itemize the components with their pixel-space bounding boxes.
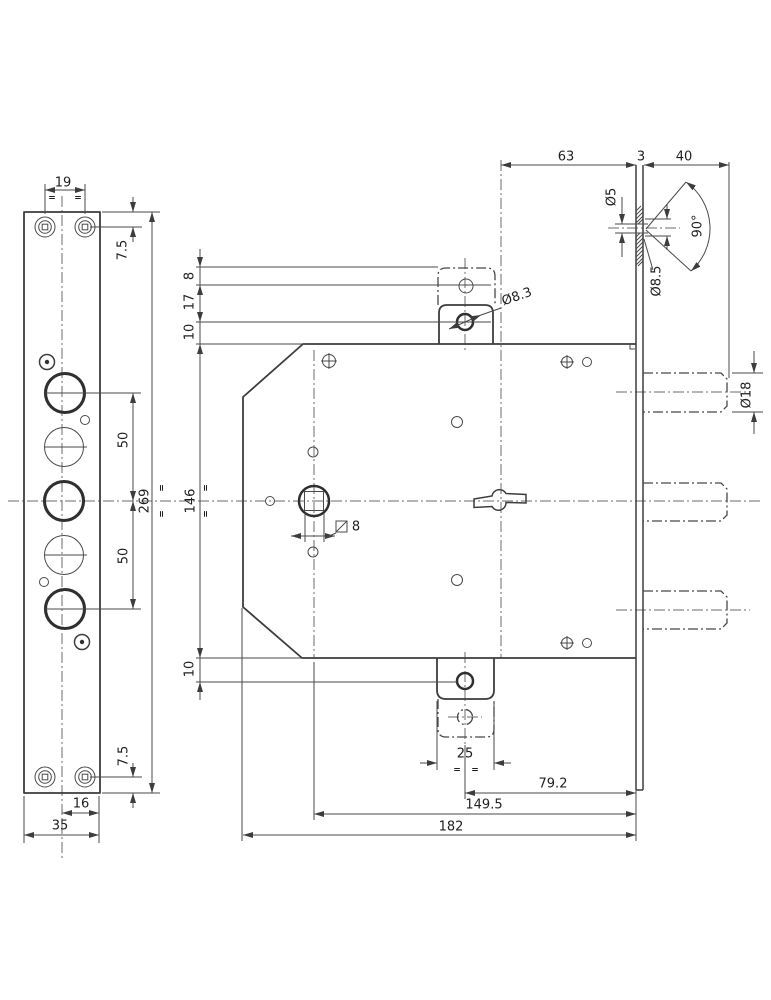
dim-bolt-spacing-lower: 50 bbox=[117, 548, 132, 565]
bottom-tab bbox=[436, 658, 495, 700]
small-hole-lower bbox=[39, 577, 49, 587]
section-hatch bbox=[635, 205, 644, 267]
extension-lines bbox=[23, 162, 763, 843]
dim-bolt-dia: Ø18 bbox=[740, 382, 755, 409]
dim-screw-pitch-top: 19 bbox=[55, 176, 72, 191]
dim-tab-offset-d: 10 bbox=[183, 661, 198, 678]
body-hole-above-spindle bbox=[307, 446, 319, 458]
rivet-top-left bbox=[321, 353, 337, 369]
dim-body-depth: 182 bbox=[439, 820, 464, 835]
dim-bolt-throw: 40 bbox=[676, 150, 693, 165]
dim-countersink-angle: 90° bbox=[691, 214, 706, 237]
body-screw-pair-top bbox=[560, 355, 592, 369]
side-view-body bbox=[242, 267, 636, 738]
plate-outline bbox=[23, 211, 101, 794]
key-slot bbox=[473, 488, 527, 511]
equals-mark-25-left: = bbox=[453, 766, 461, 776]
equals-mark-146-bottom: = bbox=[202, 510, 212, 518]
dim-tab-offset-b: 17 bbox=[183, 294, 198, 311]
spindle-hub bbox=[297, 484, 331, 518]
bolt-bottom bbox=[643, 590, 728, 630]
spindle-square-hole bbox=[304, 491, 324, 511]
dim-plate-width: 35 bbox=[52, 819, 69, 834]
faceplate-section bbox=[635, 165, 644, 791]
deviator-bolts bbox=[643, 372, 728, 630]
small-hole-upper bbox=[80, 415, 90, 425]
dim-tab-width: 25 bbox=[457, 747, 474, 762]
top-tab-hole-phantom bbox=[458, 278, 474, 294]
bolt-hole-2 bbox=[42, 479, 86, 523]
plate-pin-hole-lower bbox=[73, 633, 91, 651]
body-screw-pair-bottom bbox=[560, 636, 592, 650]
dim-plate-height: 269 bbox=[138, 489, 153, 514]
dimension-labels: 19 7.5 50 50 269 146 8 17 10 10 7.5 16 3… bbox=[48, 150, 754, 835]
dim-axis-to-plate: 63 bbox=[558, 150, 575, 165]
top-tab-phantom bbox=[437, 267, 496, 305]
dim-tab-hole-dia: Ø8.3 bbox=[500, 285, 534, 309]
bolt-middle bbox=[643, 482, 728, 522]
dim-body-height: 146 bbox=[184, 489, 199, 514]
plate-pin-hole-upper bbox=[38, 353, 56, 371]
dim-spindle-to-plate: 149.5 bbox=[465, 798, 502, 813]
dim-plate-thickness: 3 bbox=[637, 150, 645, 165]
body-hole-upper-right bbox=[451, 416, 463, 428]
dim-tab-offset-a: 8 bbox=[183, 272, 198, 280]
dim-front-hole-dia: Ø5 bbox=[605, 188, 620, 207]
dim-center-to-edge: 16 bbox=[73, 797, 90, 812]
body-corner-notch bbox=[629, 344, 635, 350]
dim-back-hole-dia: Ø8.5 bbox=[650, 266, 665, 297]
dim-tab-offset-c: 10 bbox=[183, 324, 198, 341]
dim-bolt-spacing-upper: 50 bbox=[117, 432, 132, 449]
centerlines bbox=[8, 160, 760, 858]
top-tab bbox=[438, 304, 494, 344]
bottom-tab-hole bbox=[455, 671, 475, 691]
equals-mark-269-top: = bbox=[158, 484, 168, 492]
body-hole-below-spindle bbox=[307, 546, 319, 558]
bottom-tab-hole-phantom bbox=[456, 708, 474, 726]
equals-mark-269-bottom: = bbox=[158, 510, 168, 518]
body-outline bbox=[242, 343, 636, 659]
dimension-lines bbox=[24, 162, 757, 838]
dim-screw-offset-top: 7.5 bbox=[116, 240, 131, 261]
equals-mark-25-right: = bbox=[471, 766, 479, 776]
equals-mark-19-right: = bbox=[74, 194, 82, 204]
front-view-plate bbox=[23, 211, 101, 794]
plate-screw-top-left bbox=[34, 216, 56, 238]
bolt-top bbox=[643, 372, 728, 413]
dim-spindle-square: 8 bbox=[352, 520, 360, 535]
equals-mark-146-top: = bbox=[202, 484, 212, 492]
dim-tab-to-plate: 79.2 bbox=[539, 777, 568, 792]
body-hole-lower-right bbox=[451, 574, 463, 586]
dim-screw-offset-bottom: 7.5 bbox=[117, 746, 132, 767]
bottom-tab-phantom bbox=[437, 699, 495, 738]
equals-mark-19-left: = bbox=[48, 194, 56, 204]
body-hole-left bbox=[265, 496, 275, 506]
spindle-square-symbol bbox=[335, 520, 348, 533]
plate-screw-bottom-left bbox=[34, 766, 56, 788]
